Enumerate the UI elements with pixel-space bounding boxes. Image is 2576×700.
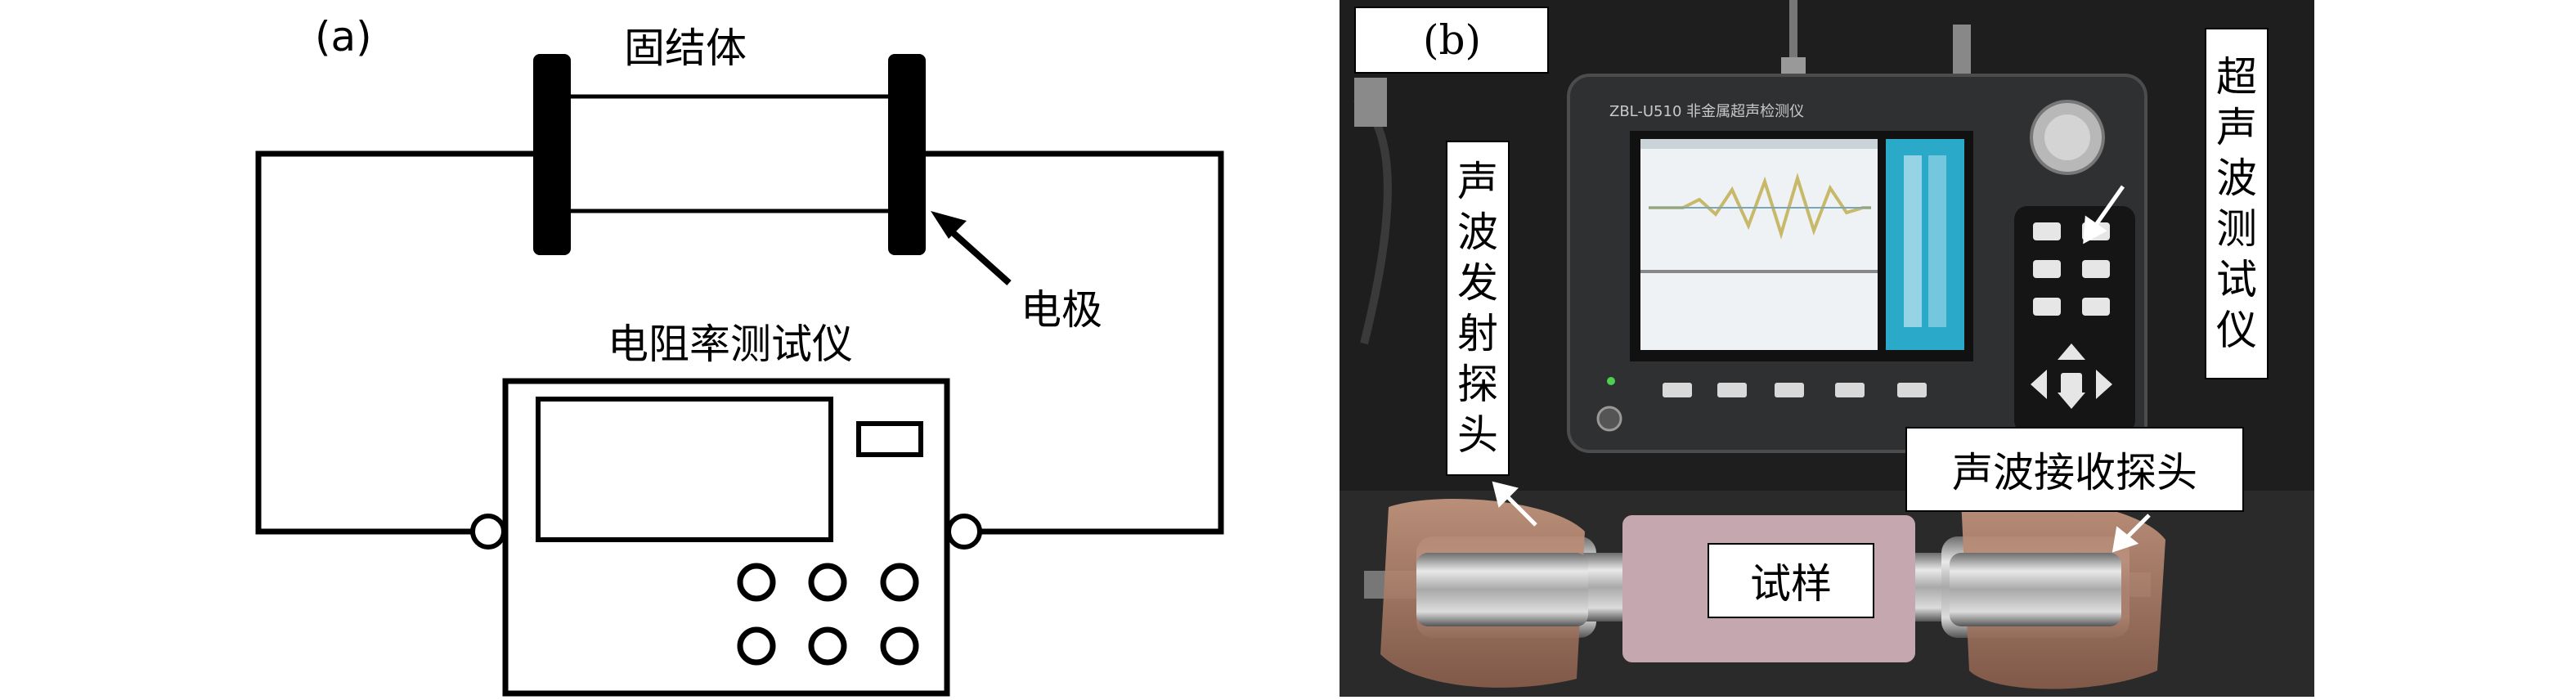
meter-switch [856, 421, 923, 457]
annotation-arrows [1492, 185, 2151, 553]
panel-b-letter: (b) [1354, 7, 1549, 74]
specimen-body [533, 54, 926, 255]
receiver-probe-label: 声波接收探头 [1905, 427, 2244, 512]
meter-label: 电阻率测试仪 [608, 321, 853, 368]
transmitter-probe-label: 声 波 发 射 探 头 [1446, 141, 1510, 476]
panel-a-letter: (a) [315, 13, 372, 61]
sample-label: 试样 [1708, 543, 1874, 618]
panel-b-photo: ZBL-U510 非金属超声检测仪 [1340, 0, 2314, 697]
resistivity-meter [470, 378, 982, 697]
meter-screen [536, 397, 833, 542]
right-terminal [946, 514, 982, 550]
ultrasonic-tester-device: ZBL-U510 非金属超声检测仪 [1567, 74, 2147, 453]
device-brand: ZBL-U510 非金属超声检测仪 [1609, 103, 1804, 120]
left-terminal [470, 514, 506, 550]
panel-b-letter-text: (b) [1423, 16, 1482, 64]
electrode-arrow [931, 211, 1012, 285]
device-screen [1640, 139, 1878, 350]
schematic-diagram: (a) 固结体 电极 电阻率测试仪 [255, 13, 1224, 697]
electrode-label: 电极 [1021, 286, 1102, 334]
circuit-wires [255, 150, 1224, 535]
tester-label: 超 声 波 测 试 仪 [2205, 28, 2269, 379]
meter-buttons [737, 563, 919, 666]
specimen-label: 固结体 [624, 25, 747, 72]
panel-a-schematic: (a) 固结体 电极 电阻率测试仪 [255, 13, 1224, 697]
